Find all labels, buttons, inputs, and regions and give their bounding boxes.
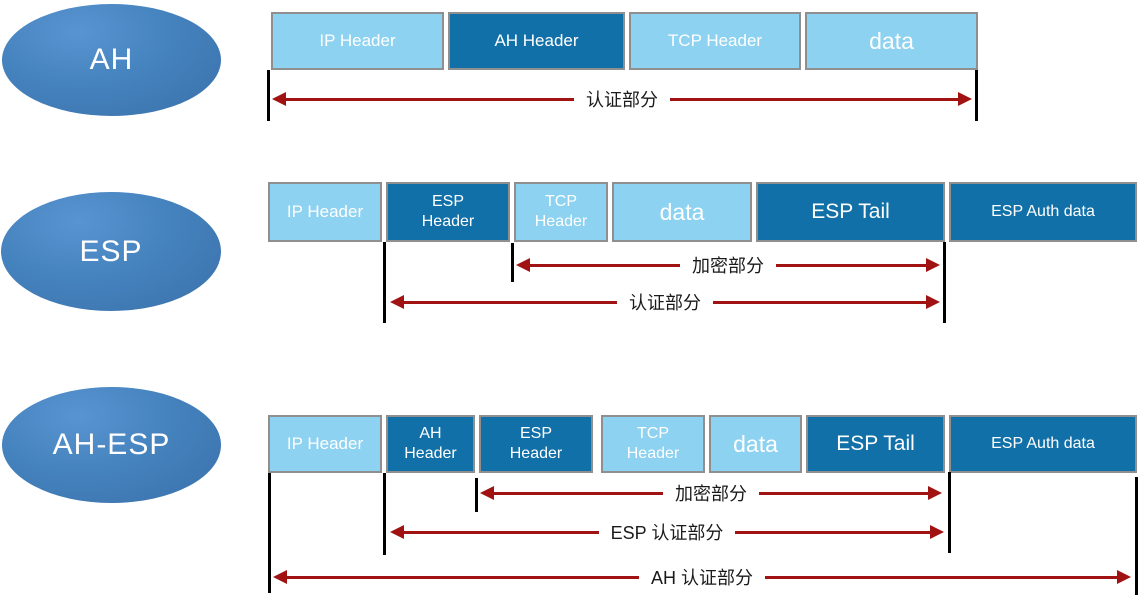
encrypt-range-arrow: 加密部分: [480, 479, 942, 507]
segment-label: Header: [626, 445, 680, 462]
boundary-tick: [383, 473, 386, 555]
segment-label: IP Header: [286, 434, 364, 454]
segment-label: ESP Auth data: [991, 203, 1095, 220]
boundary-tick: [975, 70, 978, 121]
ah-esp-mode-label: AH-ESP: [52, 428, 171, 461]
segment-label: AH Header: [494, 31, 579, 51]
esp-auth-range-arrow: ESP 认证部分: [390, 518, 945, 546]
segment-label: ESP Tail: [811, 199, 890, 223]
segment-label: data: [869, 27, 914, 54]
segment-label: ESP Auth data: [991, 435, 1095, 452]
segment-label: Header: [421, 213, 475, 230]
auth-range-arrow: 认证部分: [390, 288, 940, 316]
boundary-tick: [268, 473, 271, 593]
segment-label: IP Header: [319, 31, 396, 51]
arrow-line: [713, 300, 926, 304]
segment-data: data: [612, 182, 752, 242]
boundary-tick: [1135, 477, 1138, 595]
auth-range-label: 认证部分: [586, 90, 658, 110]
segment-label: TCP: [637, 425, 669, 442]
arrowhead-left-icon: [516, 258, 530, 272]
segment-data: data: [709, 415, 802, 473]
arrowhead-left-icon: [390, 525, 404, 539]
arrowhead-right-icon: [926, 295, 940, 309]
segment-label: TCP: [545, 193, 577, 210]
segment-esp-header: ESP Header: [479, 415, 593, 473]
segment-label: Header: [534, 213, 588, 230]
auth-range-arrow: 认证部分: [272, 85, 972, 113]
arrow-line: [287, 575, 639, 579]
boundary-tick: [511, 243, 514, 282]
arrow-line: [286, 97, 574, 101]
ah-mode-ellipse: AH: [2, 4, 221, 116]
segment-tcp-header: TCP Header: [629, 12, 801, 70]
segment-label: ESP Tail: [836, 431, 915, 455]
segment-esp-tail: ESP Tail: [756, 182, 945, 242]
segment-ah-header: AH Header: [448, 12, 625, 70]
segment-esp-auth-data: ESP Auth data: [949, 415, 1137, 473]
segment-tcp-header: TCP Header: [514, 182, 608, 242]
arrow-line: [765, 575, 1118, 579]
encrypt-range-label: 加密部分: [692, 256, 764, 276]
segment-label: TCP Header: [667, 31, 763, 51]
ah-auth-range-arrow: AH 认证部分: [273, 563, 1132, 591]
arrowhead-left-icon: [390, 295, 404, 309]
segment-ip-header: IP Header: [268, 182, 382, 242]
arrow-line: [404, 530, 599, 534]
encrypt-range-label: 加密部分: [675, 484, 747, 504]
boundary-tick: [943, 242, 946, 323]
ah-mode-label: AH: [89, 43, 134, 76]
arrow-line: [776, 263, 926, 267]
boundary-tick: [267, 70, 270, 121]
boundary-tick: [383, 242, 386, 323]
segment-esp-tail: ESP Tail: [806, 415, 945, 473]
segment-label: Header: [509, 445, 563, 462]
boundary-tick: [475, 478, 478, 512]
ah-auth-range-label: AH 认证部分: [651, 568, 754, 588]
segment-ip-header: IP Header: [271, 12, 444, 70]
segment-label: data: [733, 430, 778, 457]
arrowhead-right-icon: [930, 525, 945, 539]
segment-ip-header: IP Header: [268, 415, 382, 473]
esp-mode-label: ESP: [79, 234, 143, 268]
arrow-line: [404, 300, 617, 304]
segment-label: ESP: [519, 425, 552, 442]
arrowhead-left-icon: [272, 92, 286, 106]
segment-label: data: [659, 198, 705, 225]
esp-auth-range-label: ESP 认证部分: [610, 523, 724, 543]
arrow-line: [670, 97, 958, 101]
arrow-line: [494, 491, 663, 495]
segment-label: AH: [419, 425, 442, 442]
arrowhead-right-icon: [926, 258, 940, 272]
arrow-line: [735, 530, 931, 534]
segment-label: ESP: [431, 193, 464, 210]
arrowhead-right-icon: [1117, 570, 1132, 584]
segment-data: data: [805, 12, 978, 70]
arrowhead-left-icon: [480, 486, 494, 500]
arrowhead-right-icon: [928, 486, 942, 500]
auth-range-label: 认证部分: [629, 293, 701, 313]
encrypt-range-arrow: 加密部分: [516, 251, 940, 279]
arrowhead-left-icon: [273, 570, 287, 584]
segment-tcp-header: TCP Header: [601, 415, 705, 473]
segment-esp-header: ESP Header: [386, 182, 510, 242]
arrow-line: [530, 263, 680, 267]
esp-mode-ellipse: ESP: [1, 192, 221, 311]
ah-esp-mode-ellipse: AH-ESP: [2, 387, 221, 503]
segment-label: IP Header: [286, 202, 364, 222]
segment-esp-auth-data: ESP Auth data: [949, 182, 1137, 242]
arrowhead-right-icon: [958, 92, 972, 106]
segment-ah-header: AH Header: [386, 415, 475, 473]
segment-label: Header: [404, 445, 457, 462]
boundary-tick: [948, 472, 951, 553]
arrow-line: [759, 491, 928, 495]
